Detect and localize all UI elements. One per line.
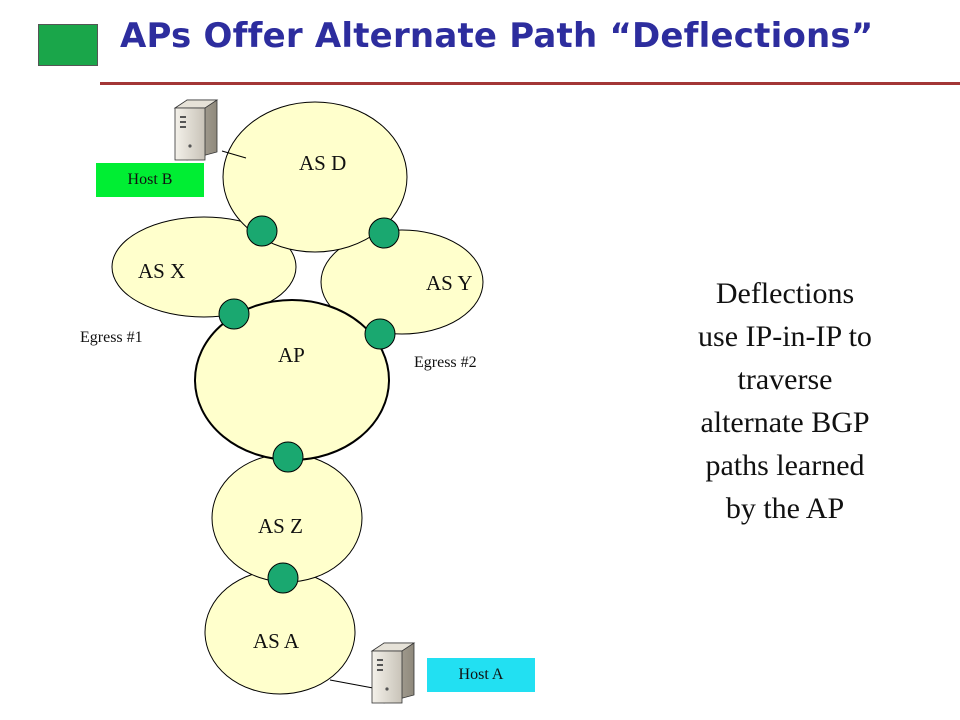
as-x-label: AS X — [138, 259, 185, 283]
node-egress-1 — [218, 298, 250, 330]
ap-label: AP — [278, 343, 305, 367]
as-x-region — [111, 216, 297, 318]
host-b-link — [221, 150, 247, 159]
egress-2-label: Egress #2 — [414, 354, 477, 371]
as-y-label: AS Y — [426, 271, 472, 295]
as-z-label: AS Z — [258, 514, 303, 538]
node-asz-asa — [267, 562, 299, 594]
title-divider — [100, 82, 960, 85]
page-title: APs Offer Alternate Path “Deflections” — [120, 16, 874, 56]
host-a-label: Host A — [427, 658, 535, 692]
egress-1-label: Egress #1 — [80, 329, 143, 346]
title-accent-square — [38, 24, 98, 66]
host-a-link — [329, 679, 374, 689]
server-icon — [370, 642, 416, 704]
as-d-label: AS D — [299, 151, 346, 175]
host-b-label: Host B — [96, 163, 204, 197]
deflection-explanation: Deflections use IP-in-IP to traverse alt… — [640, 272, 930, 530]
explanation-line: traverse — [737, 363, 833, 396]
as-a-label: AS A — [253, 629, 300, 653]
node-asy-asd — [368, 217, 400, 249]
node-ap-asz — [272, 441, 304, 473]
explanation-line: Deflections — [715, 277, 855, 310]
explanation-line: by the AP — [725, 492, 845, 525]
explanation-line: paths learned — [705, 449, 865, 482]
as-d-region — [222, 101, 408, 253]
explanation-line: use IP-in-IP to — [698, 320, 872, 353]
node-asx-asd — [246, 215, 278, 247]
as-y-region — [320, 229, 484, 335]
server-icon — [173, 99, 219, 161]
node-egress-2 — [364, 318, 396, 350]
explanation-line: alternate BGP — [700, 406, 870, 439]
